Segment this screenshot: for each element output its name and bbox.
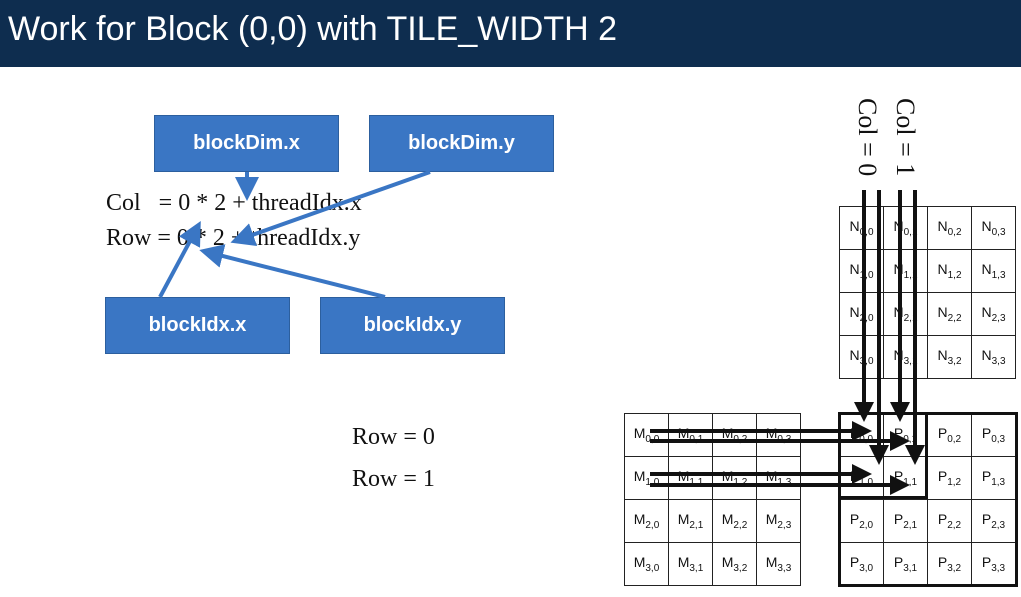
page-title: Work for Block (0,0) with TILE_WIDTH 2 bbox=[8, 10, 617, 48]
matrix-m-body: M0,0M0,1M0,2M0,3M1,0M1,1M1,2M1,3M2,0M2,1… bbox=[624, 413, 801, 586]
m-cell: M0,0 bbox=[624, 413, 669, 457]
m-cell: M1,3 bbox=[756, 456, 801, 500]
arrow-blockidx-x bbox=[158, 220, 201, 298]
arrow-blockdim-y bbox=[230, 170, 431, 246]
n-cell: N0,3 bbox=[971, 206, 1016, 250]
m-cell: M2,3 bbox=[756, 499, 801, 543]
n-row: N2,0N2,1N2,2N2,3 bbox=[839, 292, 1016, 336]
m-cell: M3,2 bbox=[712, 542, 757, 586]
m-cell: M1,1 bbox=[668, 456, 713, 500]
n-cell: N3,3 bbox=[971, 335, 1016, 379]
row-label-1: Row = 1 bbox=[352, 466, 435, 492]
n-row: N1,0N1,1N1,2N1,3 bbox=[839, 249, 1016, 293]
m-row: M0,0M0,1M0,2M0,3 bbox=[624, 413, 801, 457]
block-dim-x-box: blockDim.x bbox=[154, 115, 339, 172]
p-cell: P1,2 bbox=[927, 456, 972, 500]
p-cell: P2,2 bbox=[927, 499, 972, 543]
matrix-p: P0,0P0,1P0,2P0,3P1,0P1,1P1,2P1,3P2,0P2,1… bbox=[839, 413, 1016, 586]
m-cell: M3,0 bbox=[624, 542, 669, 586]
m-cell: M0,2 bbox=[712, 413, 757, 457]
block-idx-y-box: blockIdx.y bbox=[320, 297, 505, 354]
m-cell: M0,3 bbox=[756, 413, 801, 457]
p-cell: P3,3 bbox=[971, 542, 1016, 586]
arrow-blockidx-y bbox=[199, 244, 386, 299]
p-cell: P3,1 bbox=[883, 542, 928, 586]
n-cell: N3,2 bbox=[927, 335, 972, 379]
col-equation: Col = 0 * 2 + threadIdx.x bbox=[106, 190, 362, 216]
matrix-m: M0,0M0,1M0,2M0,3M1,0M1,1M1,2M1,3M2,0M2,1… bbox=[624, 413, 801, 586]
matrix-p-body: P0,0P0,1P0,2P0,3P1,0P1,1P1,2P1,3P2,0P2,1… bbox=[839, 413, 1016, 586]
block-idx-x-box: blockIdx.x bbox=[105, 297, 290, 354]
p-cell: P3,0 bbox=[839, 542, 884, 586]
m-cell: M1,0 bbox=[624, 456, 669, 500]
n-cell: N1,2 bbox=[927, 249, 972, 293]
m-cell: M2,2 bbox=[712, 499, 757, 543]
n-cell: N2,3 bbox=[971, 292, 1016, 336]
row-label-0: Row = 0 bbox=[352, 424, 435, 450]
n-row: N0,0N0,1N0,2N0,3 bbox=[839, 206, 1016, 250]
n-cell: N0,2 bbox=[927, 206, 972, 250]
m-cell: M0,1 bbox=[668, 413, 713, 457]
m-cell: M3,3 bbox=[756, 542, 801, 586]
header-bar: Work for Block (0,0) with TILE_WIDTH 2 bbox=[0, 0, 1021, 67]
n-cell: N1,3 bbox=[971, 249, 1016, 293]
n-cell: N1,1 bbox=[883, 249, 928, 293]
block-dim-y-box: blockDim.y bbox=[369, 115, 554, 172]
n-cell: N2,2 bbox=[927, 292, 972, 336]
p-cell: P2,3 bbox=[971, 499, 1016, 543]
